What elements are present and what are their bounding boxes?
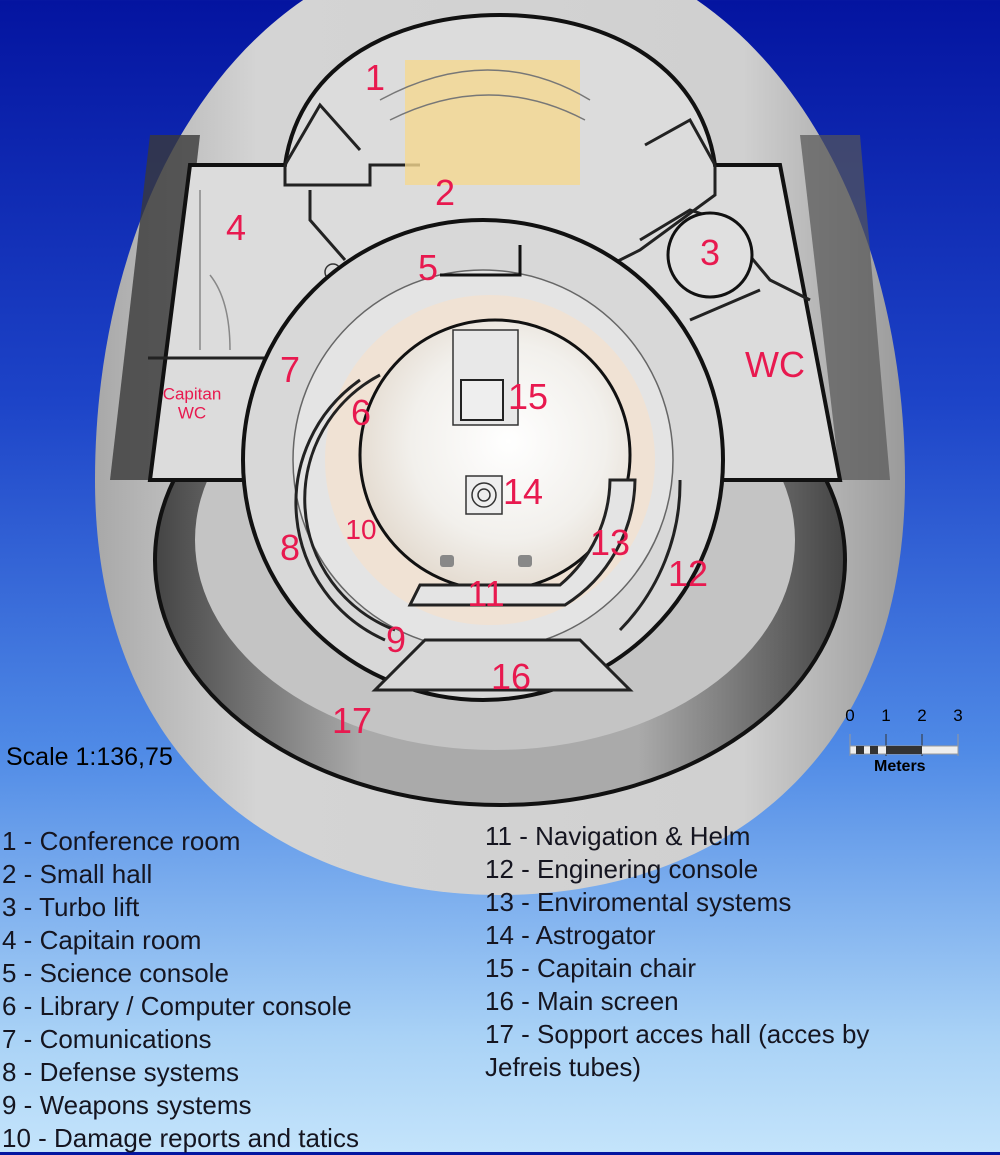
legend-item: 5 - Science console [2, 958, 229, 988]
legend-item: 9 - Weapons systems [2, 1090, 252, 1120]
scale-tick-3: 3 [953, 706, 963, 725]
legend-left: 1 - Conference room 2 - Small hall 3 - T… [2, 825, 359, 1155]
main-screen [371, 638, 634, 692]
console-12 [618, 479, 682, 632]
legend-item: 8 - Defense systems [2, 1057, 239, 1087]
scale-unit: Meters [874, 758, 926, 775]
room-label-9: 9 [385, 619, 407, 660]
room-label-6: 6 [350, 392, 372, 433]
room-label-7: 7 [279, 349, 301, 390]
room-label-15: 15 [507, 376, 549, 417]
legend-item: 10 - Damage reports and tatics [2, 1123, 359, 1153]
room-label-wc: WC [745, 344, 805, 385]
capitan-wc-line2: WC [177, 403, 207, 422]
scale-tick-0: 0 [845, 706, 855, 725]
legend-item: 11 - Navigation & Helm [485, 821, 751, 851]
legend-item: 7 - Comunications [2, 1024, 212, 1054]
capitan-wc-line1: Capitan [162, 384, 222, 404]
room-label-12: 12 [667, 553, 709, 594]
room-label-11: 11 [467, 573, 505, 614]
legend-item: 2 - Small hall [2, 859, 153, 889]
legend-item: 16 - Main screen [485, 986, 679, 1016]
legend-item: 14 - Astrogator [485, 920, 656, 950]
legend-item: 12 - Enginering console [485, 854, 759, 884]
interior-walls [148, 102, 811, 360]
room-label-17: 17 [331, 700, 373, 741]
legend-right: 11 - Navigation & Helm 12 - Enginering c… [485, 820, 869, 1084]
console-6-10 [303, 373, 396, 632]
legend-item: Jefreis tubes) [485, 1052, 642, 1082]
room-label-13: 13 [589, 522, 631, 563]
legend-item: 1 - Conference room [2, 826, 241, 856]
room-label-16: 16 [490, 656, 532, 697]
legend-item: 17 - Sopport acces hall (acces by [485, 1019, 870, 1049]
hull-shadow-left [110, 135, 200, 480]
turbo-lift-shaft [666, 211, 754, 299]
scale-tick-2: 2 [917, 706, 927, 725]
scale-bar-graphic [849, 734, 959, 756]
legend-item: 6 - Library / Computer console [2, 991, 352, 1021]
room-label-5: 5 [417, 247, 439, 288]
room-label-14: 14 [502, 471, 544, 512]
legend-item: 4 - Capitain room [2, 925, 202, 955]
room-label-10: 10 [345, 514, 377, 545]
legend-item: 15 - Capitain chair [485, 953, 696, 983]
room-label-3: 3 [699, 232, 721, 273]
scale-bar: 0 1 2 3 Meters [843, 706, 965, 776]
hull-shadow-right [800, 135, 890, 480]
legend-item: 3 - Turbo lift [2, 892, 140, 922]
room-label-1: 1 [364, 57, 386, 98]
scale-tick-1: 1 [881, 706, 891, 725]
scale-title: Scale 1:136,75 [6, 743, 173, 771]
console-13 [407, 478, 637, 607]
room-label-2: 2 [434, 172, 456, 213]
room-label-8: 8 [279, 527, 301, 568]
legend-item: 13 - Enviromental systems [485, 887, 792, 917]
room-label-4: 4 [225, 207, 247, 248]
